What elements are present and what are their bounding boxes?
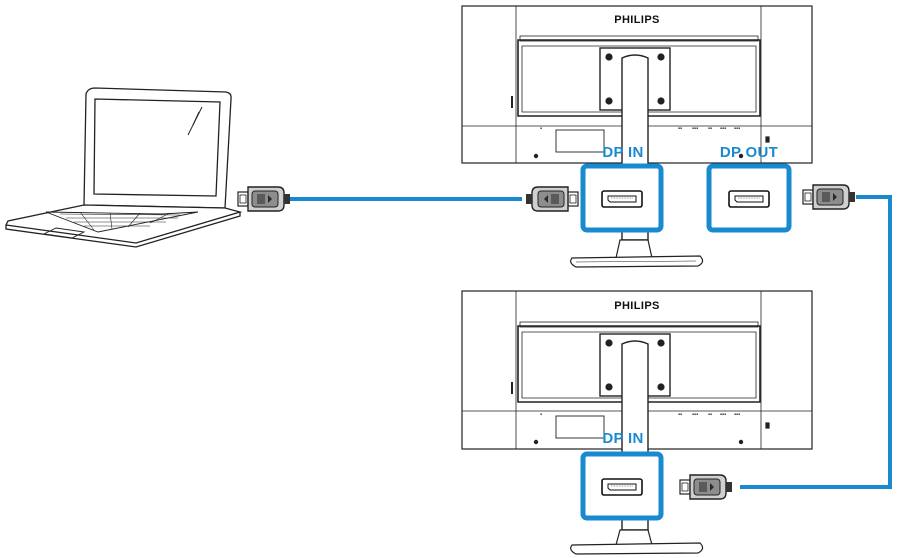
svg-text:▪: ▪ [540,412,542,416]
port-markings: ▪▪▪▪▪▪ ▪▪▪▪▪▪▪▪ [540,126,740,130]
port-highlight-dp-in [580,451,664,521]
svg-text:▪▪: ▪▪ [708,412,712,416]
monitor-bottom: PHILIPS ▪▪▪▪▪▪ ▪▪▪▪▪▪▪▪ DP IN [461,290,813,555]
port-label-dp-in: DP IN [602,430,643,447]
cable-monitor-to-monitor [740,195,892,489]
svg-text:▪▪▪: ▪▪▪ [734,126,740,130]
brand-logo: PHILIPS [614,14,660,26]
displayport-port-icon [601,190,643,208]
port-label-dp-in: DP IN [602,144,643,161]
brand-logo: PHILIPS [614,300,660,312]
svg-text:▪▪▪: ▪▪▪ [692,126,698,130]
svg-text:▪▪: ▪▪ [678,126,682,130]
displayport-port-icon [601,478,643,496]
svg-text:▪▪: ▪▪ [678,412,682,416]
displayport-connector-icon [237,186,291,212]
svg-text:▪: ▪ [540,126,542,130]
monitor-back-icon [461,5,813,268]
port-markings: ▪▪▪▪▪▪ ▪▪▪▪▪▪▪▪ [540,412,740,416]
svg-text:▪▪▪: ▪▪▪ [692,412,698,416]
port-highlight-dp-in [580,163,664,233]
displayport-connector-icon [679,474,733,500]
displayport-connector-icon [802,184,856,210]
displayport-port-icon [728,190,770,208]
svg-text:▪▪: ▪▪ [708,126,712,130]
port-highlight-dp-out [706,163,792,233]
port-label-dp-out: DP OUT [720,144,778,161]
svg-text:▪▪▪: ▪▪▪ [720,126,726,130]
svg-text:▪▪▪: ▪▪▪ [734,412,740,416]
monitor-back-icon [461,290,813,555]
laptop-icon [5,87,243,248]
svg-text:▪▪▪: ▪▪▪ [720,412,726,416]
monitor-top: PHILIPS ▪▪▪▪▪▪ ▪▪▪▪▪▪▪▪ DP IN DP OUT [461,5,813,268]
displayport-connector-icon [525,186,579,212]
